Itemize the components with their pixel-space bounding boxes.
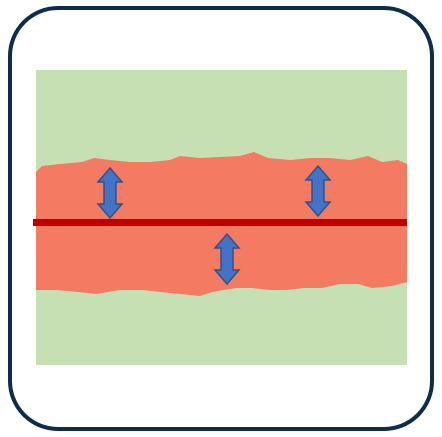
center-line xyxy=(33,219,407,226)
double-arrow-vertical-icon-left xyxy=(96,166,124,220)
double-arrow-vertical-icon-right xyxy=(304,164,332,218)
double-arrow-vertical-icon-center xyxy=(213,232,241,286)
